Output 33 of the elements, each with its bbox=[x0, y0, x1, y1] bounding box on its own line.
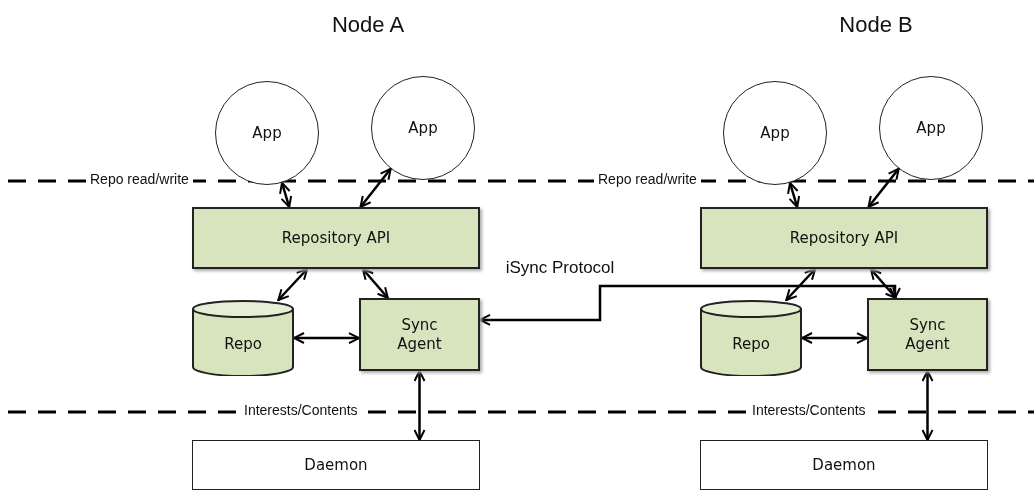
node-label: App bbox=[408, 118, 438, 138]
arrow bbox=[785, 268, 817, 301]
interface-label: Repo read/write bbox=[594, 171, 701, 187]
node-label: Repository API bbox=[789, 228, 899, 248]
node-label: Daemon bbox=[304, 455, 368, 475]
arrow bbox=[801, 332, 868, 345]
edge-label: iSync Protocol bbox=[505, 258, 615, 278]
node-label: Daemon bbox=[812, 455, 876, 475]
node-label: Repo bbox=[732, 334, 770, 354]
node-label: App bbox=[916, 118, 946, 138]
process-box bbox=[359, 298, 480, 371]
node-label: Sync Agent bbox=[904, 315, 951, 354]
arrow bbox=[277, 268, 309, 301]
node-label: Repo bbox=[224, 334, 262, 354]
node-label: Sync Agent bbox=[396, 315, 443, 354]
arrow bbox=[479, 284, 901, 326]
arrow bbox=[869, 268, 897, 299]
arrow bbox=[293, 332, 360, 345]
arrow bbox=[361, 268, 389, 299]
node-label: App bbox=[252, 123, 282, 143]
node-label: App bbox=[760, 123, 790, 143]
process-box bbox=[192, 440, 480, 490]
process-box bbox=[700, 440, 988, 490]
process-box bbox=[192, 207, 480, 269]
process-box bbox=[700, 207, 988, 269]
arrow bbox=[867, 167, 900, 208]
process-box bbox=[867, 298, 988, 371]
node-label: Repository API bbox=[281, 228, 391, 248]
arrow bbox=[413, 370, 426, 441]
arrow bbox=[279, 181, 293, 208]
arrow bbox=[787, 181, 801, 208]
arrow bbox=[359, 167, 392, 208]
arrow bbox=[921, 370, 934, 441]
